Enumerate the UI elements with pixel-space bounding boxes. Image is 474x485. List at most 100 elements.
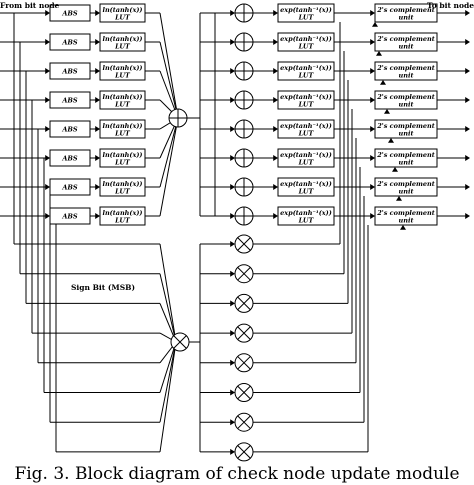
arrowhead [95,126,100,132]
arrowhead [465,10,470,16]
arrowhead [388,138,394,143]
arrowhead [230,126,235,132]
wire [159,341,177,423]
twos-label: unit [399,188,414,196]
ln-tanh-lut-block [99,32,146,52]
arrowhead [400,225,406,230]
exp-lut-label: LUT [298,43,315,51]
ln-lut-label: LUT [114,217,131,225]
ln-tanh-lut-block [99,61,146,81]
twos-label: 2's complement [376,151,435,159]
twos-label: 2's complement [376,64,435,72]
ln-lut-label: ln(tanh(x)) [102,151,142,159]
ln-lut-label: LUT [114,130,131,138]
ln-lut-label: LUT [114,14,131,22]
arrowhead [370,155,375,161]
twos-complement-block [374,119,438,139]
arrowhead [95,155,100,161]
arrowhead [465,213,470,219]
times-stroke [237,266,251,281]
twos-complement-block [374,90,438,110]
ln-lut-label: ln(tanh(x)) [102,35,142,43]
arrowhead [273,184,278,190]
twos-label: 2's complement [376,35,435,43]
arrowhead [230,300,235,307]
arrowhead [45,213,50,219]
exp-lut-label: exp(tanh⁻¹(x)) [280,122,332,130]
times-stroke [173,335,187,349]
arrowhead [45,155,50,161]
arrowhead [95,184,100,190]
arrowhead [230,184,235,190]
abs-block [49,207,91,225]
arrowhead [372,22,378,27]
twos-label: unit [399,130,414,138]
arrowhead [230,241,235,247]
twos-complement-block [374,3,438,23]
arrowhead [45,10,50,16]
figure-caption: Fig. 3. Block diagram of check node upda… [14,464,459,484]
sign-bit-label: Sign Bit (MSB) [71,283,135,292]
exp-lut-label: exp(tanh⁻¹(x)) [280,93,332,101]
times-stroke [237,385,251,400]
arrowhead [230,270,235,277]
arrowhead [273,10,278,16]
ln-lut-label: LUT [114,72,131,80]
abs-label: ABS [61,184,78,192]
arrowhead [370,126,375,132]
exp-lut-label: exp(tanh⁻¹(x)) [280,180,332,188]
twos-complement-block [374,177,438,197]
arrowhead [95,213,100,219]
arrowhead [230,330,235,337]
abs-label: ABS [61,97,78,105]
ln-lut-label: ln(tanh(x)) [102,93,142,101]
arrowhead [370,97,375,103]
times-stroke [237,445,251,459]
twos-complement-block [374,61,438,81]
twos-label: unit [399,14,414,22]
arrowhead [230,359,235,366]
ln-lut-label: ln(tanh(x)) [102,180,142,188]
abs-label: ABS [61,68,78,76]
arrowhead [273,126,278,132]
arrowhead [370,39,375,45]
exp-lut-label: exp(tanh⁻¹(x)) [280,6,332,14]
wire [159,341,177,452]
times-stroke [237,296,251,311]
ln-tanh-lut-block [99,148,146,168]
twos-label: unit [399,159,414,167]
wire [159,41,179,119]
arrowhead [370,68,375,74]
ln-lut-label: ln(tanh(x)) [102,64,142,72]
arrowhead [465,126,470,132]
exp-atanh-lut-block [277,32,335,52]
twos-label: unit [399,72,414,80]
exp-lut-label: exp(tanh⁻¹(x)) [280,64,332,72]
ln-lut-label: ln(tanh(x)) [102,6,142,14]
twos-label: 2's complement [376,209,435,217]
exp-atanh-lut-block [277,3,335,23]
from-bit-node-label: From bit node [0,1,60,10]
exp-atanh-lut-block [277,61,335,81]
arrowhead [273,68,278,74]
ln-lut-label: LUT [114,159,131,167]
exp-atanh-lut-block [277,119,335,139]
wires [0,10,470,455]
exp-atanh-lut-block [277,206,335,226]
abs-label: ABS [61,39,78,47]
ln-lut-label: ln(tanh(x)) [102,209,142,217]
arrowhead [95,39,100,45]
arrowhead [230,389,235,396]
arrowhead [230,213,235,219]
abs-block [49,4,91,22]
abs-label: ABS [61,155,78,163]
arrowhead [370,184,375,190]
arrowhead [465,184,470,190]
twos-complement-block [374,206,438,226]
wire [159,117,179,188]
abs-label: ABS [61,213,78,221]
abs-block [49,62,91,80]
arrowhead [273,97,278,103]
arrowhead [230,97,235,103]
arrowhead [230,155,235,161]
